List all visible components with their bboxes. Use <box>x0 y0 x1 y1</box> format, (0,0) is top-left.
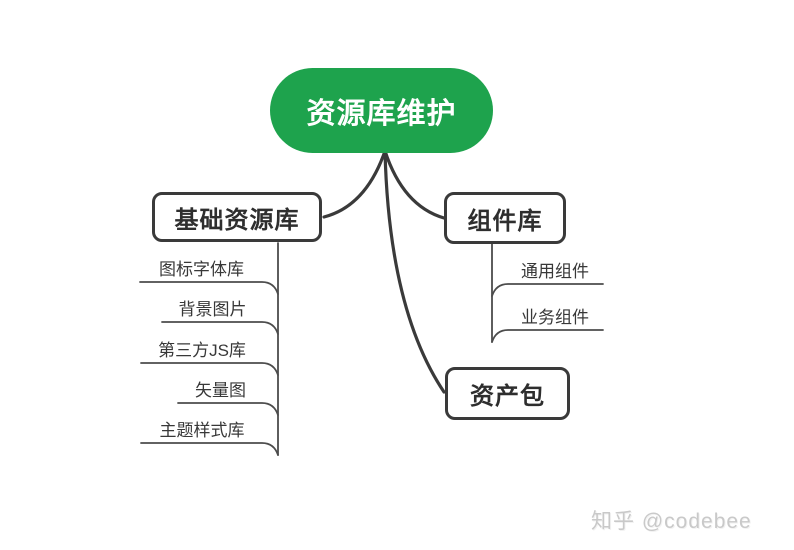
child-topic-icon-font-lib[interactable]: 图标字体库 <box>159 260 244 279</box>
topic-component-lib[interactable]: 组件库 <box>444 192 566 244</box>
child-underline <box>140 362 279 376</box>
topic-asset-package[interactable]: 资产包 <box>445 367 570 420</box>
child-underline <box>491 329 604 343</box>
child-topic-background-images[interactable]: 背景图片 <box>178 300 247 319</box>
child-topic-vector-graphics[interactable]: 矢量图 <box>195 381 246 400</box>
topic-basic-resource-lib[interactable]: 基础资源库 <box>152 192 322 242</box>
child-underline <box>491 283 604 297</box>
topic-label: 基础资源库 <box>174 206 300 234</box>
child-topic-theme-style-lib[interactable]: 主题样式库 <box>159 421 245 440</box>
child-topic-thirdparty-js-lib[interactable]: 第三方JS库 <box>158 341 246 360</box>
child-topic-business-components[interactable]: 业务组件 <box>521 308 589 327</box>
topic-label: 资产包 <box>470 383 545 410</box>
branch-curve-basic-lib <box>322 149 387 219</box>
branch-curve-comp-lib <box>383 149 446 220</box>
child-underline <box>139 281 279 295</box>
child-topic-general-components[interactable]: 通用组件 <box>521 262 589 281</box>
topic-label: 组件库 <box>467 207 543 235</box>
root-topic[interactable]: 资源库维护 <box>270 68 493 153</box>
root-topic-label: 资源库维护 <box>306 97 457 130</box>
branch-curve-asset-pkg <box>383 149 446 394</box>
child-underline <box>161 321 279 335</box>
child-underline <box>177 402 279 416</box>
watermark-text: 知乎 @codebee <box>591 510 752 533</box>
child-underline <box>140 442 279 456</box>
